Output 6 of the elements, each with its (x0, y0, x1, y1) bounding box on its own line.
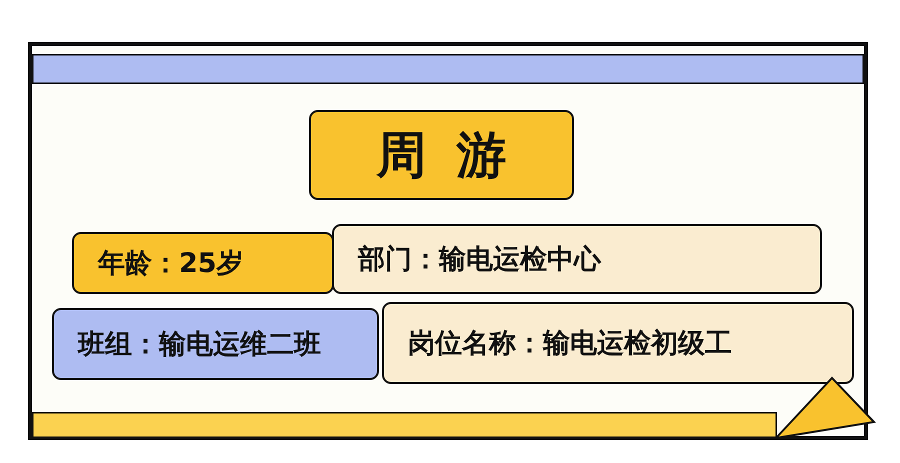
info-box: 岗位名称：输电运检初级工 (382, 302, 854, 384)
info-box: 年龄：25岁 (72, 232, 334, 294)
info-box: 部门：输电运检中心 (332, 224, 822, 294)
info-box: 班组：输电运维二班 (52, 308, 379, 380)
card-background (28, 42, 868, 440)
title-box: 周游 (309, 110, 574, 200)
